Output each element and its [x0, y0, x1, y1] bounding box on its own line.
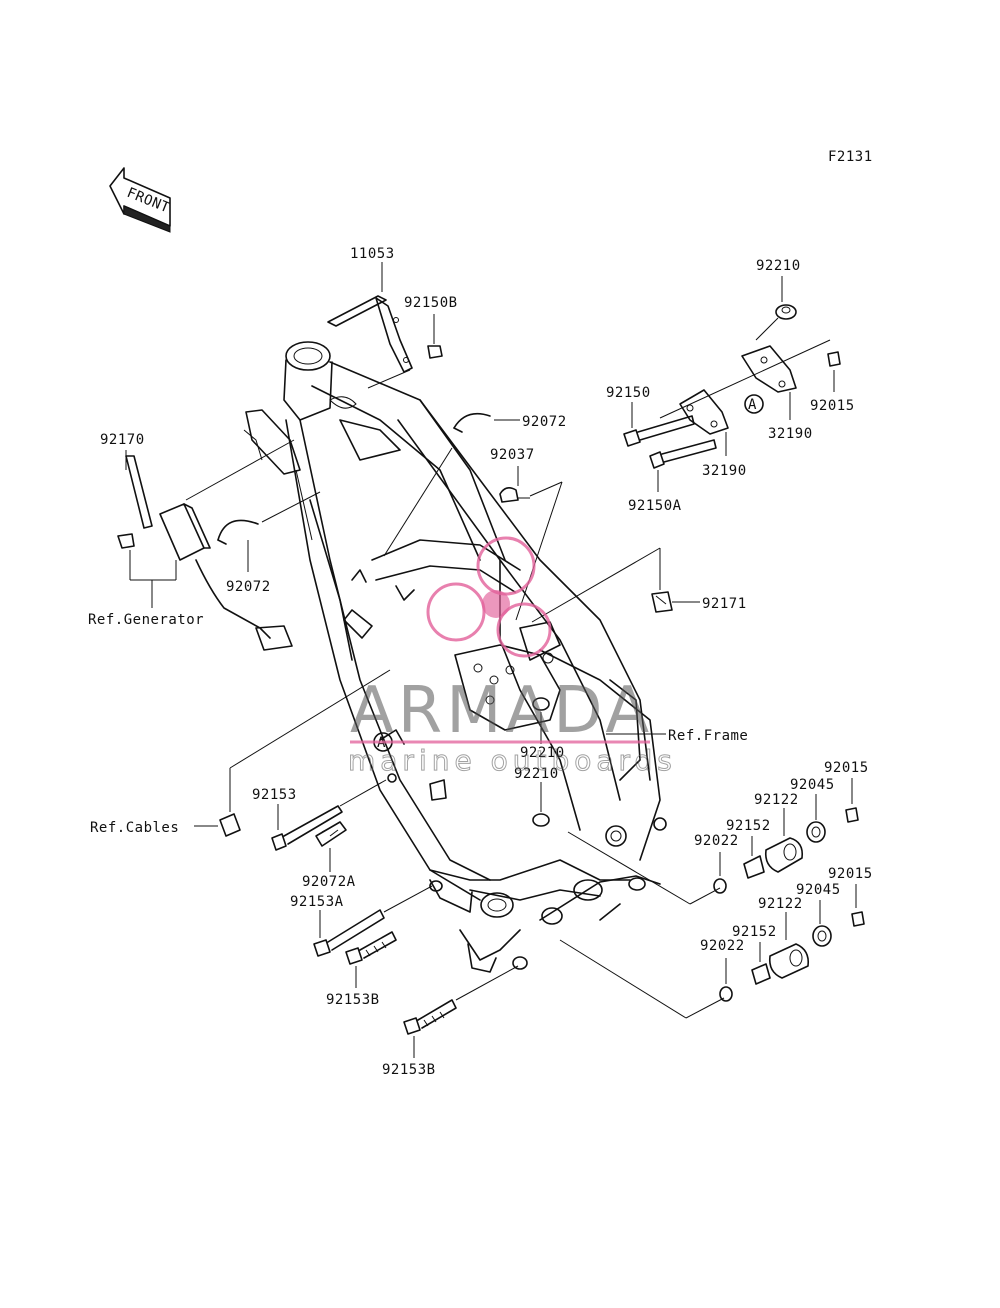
label-92037: 92037 [490, 447, 535, 463]
part-92210-mid1: 92210 [520, 697, 565, 761]
part-92150B: 92150B [404, 295, 458, 359]
part-92072A: 92072A [302, 821, 356, 890]
label-32190-b: 32190 [702, 463, 747, 479]
part-92153B-2: 92153B [382, 965, 519, 1078]
part-92072-top: 92072 [383, 412, 567, 557]
label-92153: 92153 [252, 787, 297, 803]
label-92171: 92171 [702, 596, 747, 612]
part-92210-mid2: 92210 [514, 766, 559, 827]
label-92072A: 92072A [302, 874, 356, 890]
label-92152-r2: 92152 [732, 924, 777, 940]
label-92045-r2: 92045 [796, 882, 841, 898]
watermark-title: ARMADA [350, 674, 653, 748]
part-92153: 92153 [252, 779, 387, 851]
label-92153B-2: 92153B [382, 1062, 436, 1078]
label-92022-r2: 92022 [700, 938, 745, 954]
part-92037: 92037 [490, 447, 563, 621]
part-92171: 92171 [531, 547, 747, 623]
part-11053: 11053 [327, 246, 413, 389]
label-92045-r1: 92045 [790, 777, 835, 793]
watermark: ARMADA marine outboards [348, 536, 677, 778]
diagram-code: F2131 [828, 149, 873, 165]
part-92170: 92170 [100, 432, 153, 529]
ignition-module: Ref.Generator [88, 439, 295, 651]
part-92072-left: 92072 [217, 491, 321, 595]
label-92072-left: 92072 [226, 579, 271, 595]
label-92122-r1: 92122 [754, 792, 799, 808]
label-92152-r1: 92152 [726, 818, 771, 834]
part-92150: 92150 [606, 385, 695, 447]
label-92122-r2: 92122 [758, 896, 803, 912]
front-arrow-icon: FRONT [109, 167, 172, 233]
ref-frame: Ref.Frame [606, 728, 748, 744]
label-ref-generator: Ref.Generator [88, 612, 204, 628]
part-92153B-1: 92153B [326, 931, 397, 1008]
label-92015-top: 92015 [810, 398, 855, 414]
roller-set-lower: 92022 92152 92122 92045 92015 [559, 866, 873, 1019]
ref-cables: Ref.Cables [90, 669, 391, 837]
label-ref-frame: Ref.Frame [668, 728, 748, 744]
label-92210-top: 92210 [756, 258, 801, 274]
bracket-marker-a: A [748, 397, 757, 413]
label-92022-r1: 92022 [694, 833, 739, 849]
label-92210-mid2: 92210 [514, 766, 559, 782]
label-92153B-1: 92153B [326, 992, 380, 1008]
label-92015-r1: 92015 [824, 760, 869, 776]
main-frame: A [243, 341, 667, 973]
label-92170: 92170 [100, 432, 145, 448]
label-92150B: 92150B [404, 295, 458, 311]
label-11053: 11053 [350, 246, 395, 262]
part-92210-top: 92210 [755, 258, 801, 341]
watermark-subtitle: marine outboards [348, 744, 677, 777]
label-92153A: 92153A [290, 894, 344, 910]
label-92072-top: 92072 [522, 414, 567, 430]
part-92150A: 92150A [628, 439, 717, 514]
roller-set-upper: 92022 92152 92122 92045 92015 [567, 760, 869, 905]
label-92015-r2: 92015 [828, 866, 873, 882]
part-92153A: 92153A [290, 885, 433, 957]
label-92210-mid1: 92210 [520, 745, 565, 761]
label-ref-cables: Ref.Cables [90, 820, 179, 836]
part-32190-pair: A 32190 32190 92015 [659, 339, 855, 479]
label-92150: 92150 [606, 385, 651, 401]
watermark-logo-icon [426, 536, 552, 658]
label-92150A: 92150A [628, 498, 682, 514]
label-32190-a: 32190 [768, 426, 813, 442]
